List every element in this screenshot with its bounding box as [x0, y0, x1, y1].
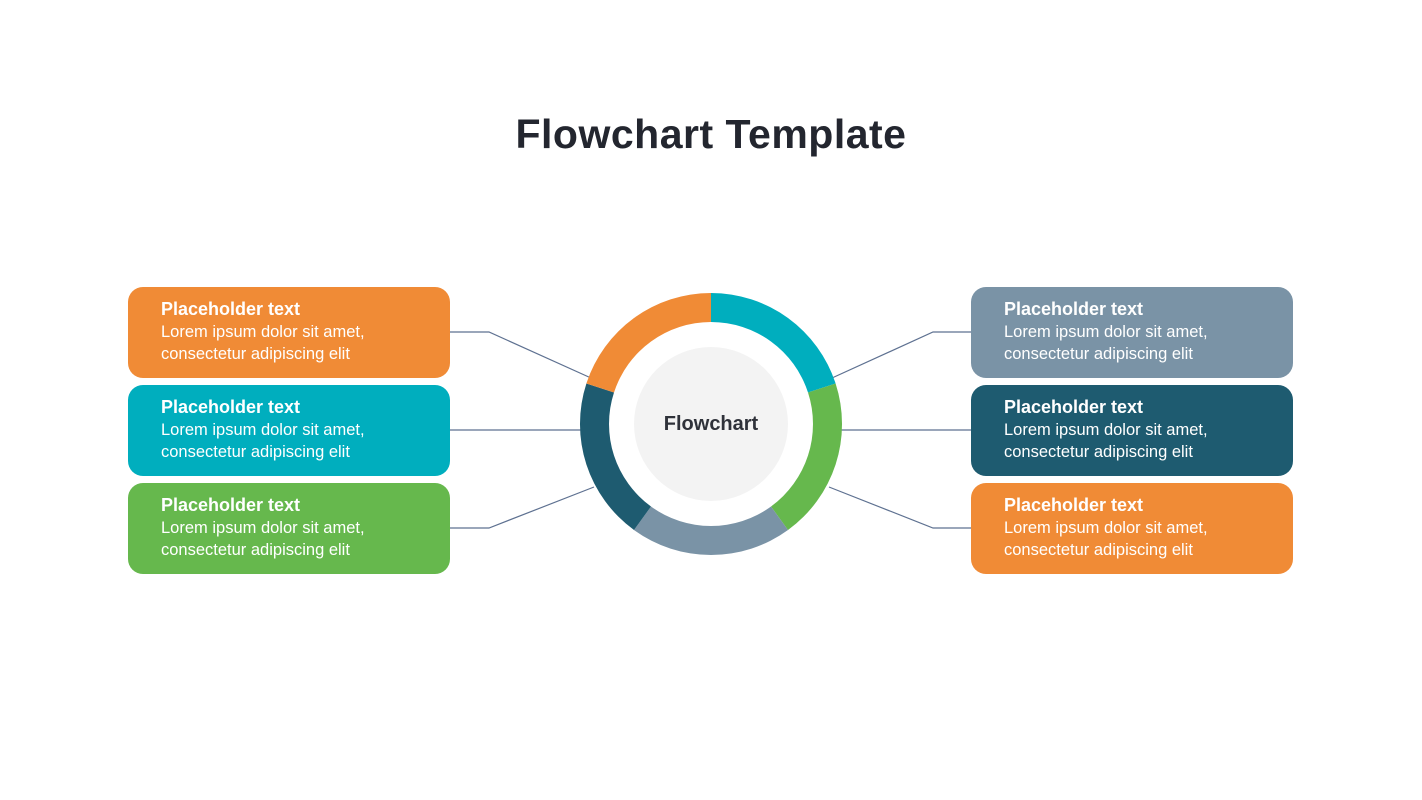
card-body: Lorem ipsum dolor sit amet, consectetur …	[1004, 323, 1208, 363]
donut-center-circle	[634, 347, 788, 501]
donut-segment-orange	[586, 293, 711, 393]
connector-left-top	[450, 331, 592, 379]
card-body: Lorem ipsum dolor sit amet, consectetur …	[161, 323, 365, 363]
card-left-middle: Placeholder text Lorem ipsum dolor sit a…	[128, 385, 450, 476]
card-left-top: Placeholder text Lorem ipsum dolor sit a…	[128, 287, 450, 378]
donut-center-label: Flowchart	[663, 413, 759, 435]
card-body: Lorem ipsum dolor sit amet, consectetur …	[161, 519, 365, 559]
card-heading: Placeholder text	[161, 299, 301, 319]
connector-left-bottom	[450, 486, 595, 529]
card-right-top: Placeholder text Lorem ipsum dolor sit a…	[971, 287, 1293, 378]
donut-segment-teal	[711, 293, 836, 393]
donut-segment-dark-teal	[579, 383, 651, 530]
connector-right-top	[831, 331, 973, 379]
connector-right-bottom	[828, 486, 973, 529]
slide-title: Flowchart Template	[515, 111, 907, 157]
card-right-bottom: Placeholder text Lorem ipsum dolor sit a…	[971, 483, 1293, 574]
donut-segment-slate	[634, 506, 788, 556]
card-body: Lorem ipsum dolor sit amet, consectetur …	[1004, 421, 1208, 461]
donut-segment-green	[771, 383, 843, 530]
card-body: Lorem ipsum dolor sit amet, consectetur …	[1004, 519, 1208, 559]
card-heading: Placeholder text	[1004, 495, 1144, 515]
card-heading: Placeholder text	[161, 495, 301, 515]
card-heading: Placeholder text	[161, 397, 301, 417]
card-heading: Placeholder text	[1004, 299, 1144, 319]
card-right-middle: Placeholder text Lorem ipsum dolor sit a…	[971, 385, 1293, 476]
card-left-bottom: Placeholder text Lorem ipsum dolor sit a…	[128, 483, 450, 574]
card-heading: Placeholder text	[1004, 397, 1144, 417]
card-body: Lorem ipsum dolor sit amet, consectetur …	[161, 421, 365, 461]
